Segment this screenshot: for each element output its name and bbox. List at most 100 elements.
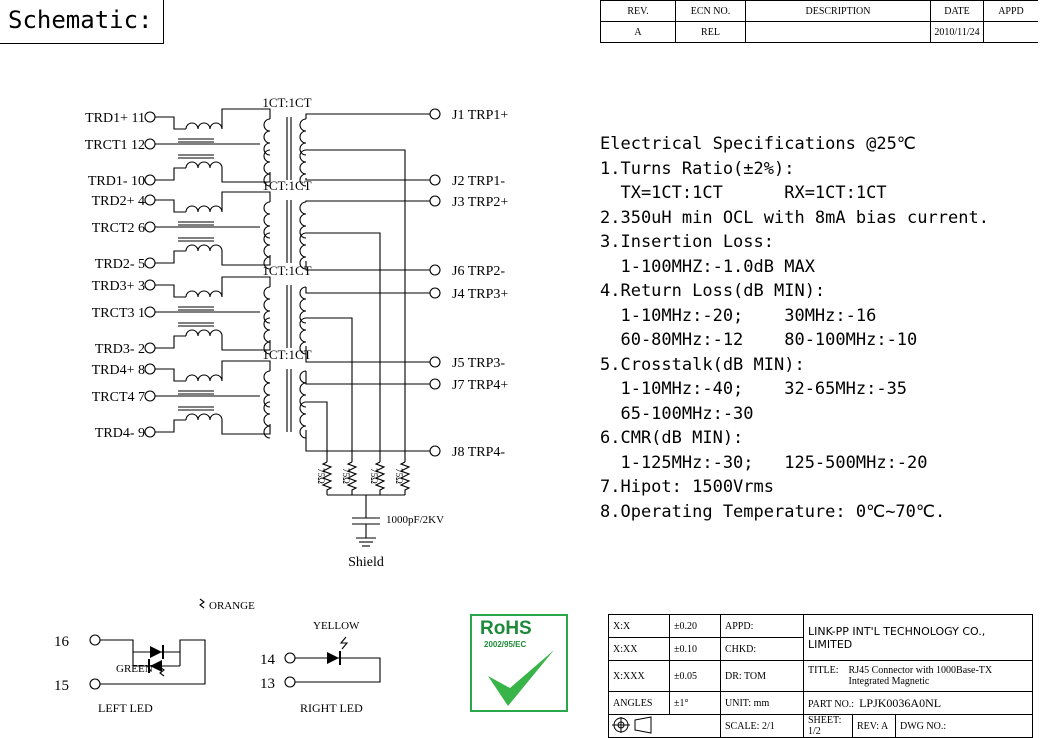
shield-label: Shield <box>348 555 384 570</box>
sheet-value: 1/2 <box>808 726 821 737</box>
resistor <box>346 461 358 495</box>
revision-table: REV. ECN NO. DESCRIPTION DATE APPD A REL… <box>600 0 1038 43</box>
secondary-coil <box>299 401 307 439</box>
secondary-coil <box>299 286 307 324</box>
tolerance-xxx-label: X:XXX <box>608 660 670 692</box>
left-pin-terminal <box>144 111 156 123</box>
projection-symbol-icon <box>612 715 652 734</box>
right-led-label: RIGHT LED <box>300 701 363 715</box>
right-pin-terminal <box>429 264 441 276</box>
led-diagrams: 16 15 ORANGE GREEN LEFT LED 14 13 YELLOW… <box>54 598 381 715</box>
turns-ratio-label: 1CT:1CT <box>262 347 311 362</box>
right-pin-label: J1 TRP1+ <box>452 108 508 123</box>
left-pin-label: TRD3+ 3 <box>92 279 145 294</box>
checkmark-icon <box>488 650 554 706</box>
left-pin-label: TRCT2 6 <box>92 221 145 236</box>
choke-coil <box>185 413 223 421</box>
right-pin-terminal <box>429 356 441 368</box>
specs-title: Electrical Specifications @25℃ <box>600 134 916 154</box>
drawing-number-label: DWG NO.: <box>895 714 1033 738</box>
left-pin-label: TRCT3 1 <box>92 306 145 321</box>
description-col-header: DESCRIPTION <box>745 0 931 22</box>
secondary-coil <box>299 232 307 270</box>
spec-line: 65-100MHz:-30 <box>600 403 754 424</box>
title-value: RJ45 Connector with 1000Base-TX Integrat… <box>848 665 993 687</box>
scale-label: SCALE: <box>725 720 760 732</box>
drawn-by-field: DR: TOM <box>720 660 804 692</box>
secondary-coil <box>299 118 307 156</box>
turns-ratio-label: 1CT:1CT <box>262 263 311 278</box>
right-led-pin-bottom: 13 <box>260 676 275 692</box>
tolerance-x-value: ±0.20 <box>669 614 721 638</box>
rev-value-field: A <box>881 720 889 732</box>
rohs-title: RoHS <box>480 618 532 639</box>
right-pin-terminal <box>429 378 441 390</box>
left-pin-label: TRD2- 5 <box>95 257 145 272</box>
left-led-label: LEFT LED <box>98 701 153 715</box>
rohs-badge: RoHS 2002/95/EC <box>470 614 568 712</box>
choke-coil <box>185 290 223 298</box>
left-pin-label: TRD2+ 4 <box>92 194 145 209</box>
right-pin-label: J2 TRP1- <box>452 174 505 189</box>
left-pin-label: TRD4+ 8 <box>92 363 145 378</box>
left-pin-label: TRCT1 12 <box>85 138 145 153</box>
checked-field: CHKD: <box>720 637 804 661</box>
title-block: X:X ±0.20 APPD: LINK-PP INT'L TECHNOLOGY… <box>608 614 1033 738</box>
resistor <box>321 461 333 495</box>
schematic-title-box: Schematic: <box>0 0 164 44</box>
secondary-coil <box>299 201 307 239</box>
spec-line: 4.Return Loss(dB MIN): <box>600 281 826 301</box>
tolerance-x-label: X:X <box>608 614 670 638</box>
turns-ratio-label: 1CT:1CT <box>262 95 311 110</box>
spec-line: 1-125MHz:-30; 125-500MHz:-20 <box>600 452 928 473</box>
spec-line: 2.350uH min OCL with 8mA bias current. <box>600 207 989 228</box>
left-pin-terminal <box>144 174 156 186</box>
ecn-col-header: ECN NO. <box>675 0 746 22</box>
right-pin-terminal <box>429 287 441 299</box>
primary-coil <box>263 317 271 355</box>
angles-label: ANGLES <box>608 691 670 715</box>
capacitor-label: 1000pF/2KV <box>386 514 444 526</box>
right-pin-terminal <box>429 174 441 186</box>
left-led-green-label: GREEN <box>116 663 153 675</box>
right-pin-label: J7 TRP4+ <box>452 378 508 393</box>
tolerance-xx-label: X:XX <box>608 637 670 661</box>
left-pin-terminal <box>144 279 156 291</box>
company-name: LINK-PP INT'L TECHNOLOGY CO., LIMITED <box>803 614 1033 661</box>
left-pin-terminal <box>144 306 156 318</box>
right-pin-label: J5 TRP3- <box>452 356 505 371</box>
spec-line: 60-80MHz:-12 80-100MHz:-10 <box>600 330 918 350</box>
secondary-coil <box>299 149 307 187</box>
right-led-pin-top: 14 <box>260 652 276 668</box>
right-pin-label: J3 TRP2+ <box>452 195 508 210</box>
approved-field: APPD: <box>720 614 804 638</box>
choke-coil <box>185 329 223 337</box>
turns-ratio-label: 1CT:1CT <box>262 178 311 193</box>
left-pin-label: TRD1+ 11 <box>85 111 145 126</box>
spec-line: 1-10MHz:-40; 32-65MHz:-35 <box>600 379 908 399</box>
left-pin-terminal <box>144 194 156 206</box>
right-pin-terminal <box>429 445 441 457</box>
spec-line: 8.Operating Temperature: 0℃~70℃. <box>600 501 946 522</box>
secondary-coil <box>299 317 307 355</box>
left-pin-terminal <box>144 257 156 269</box>
left-led-orange-label: ORANGE <box>209 600 255 612</box>
right-pin-terminal <box>429 108 441 120</box>
description-value <box>745 21 931 43</box>
primary-coil <box>263 201 271 239</box>
choke-coil <box>185 122 223 130</box>
spec-line: 1-100MHZ:-1.0dB MAX <box>600 256 815 277</box>
tolerance-xx-value: ±0.10 <box>669 637 721 661</box>
scale-value: 2/1 <box>761 720 775 732</box>
spec-line: TX=1CT:1CT RX=1CT:1CT <box>600 183 887 203</box>
left-pin-label: TRD4- 9 <box>95 426 145 441</box>
secondary-coil <box>299 370 307 408</box>
spec-line: 6.CMR(dB MIN): <box>600 428 744 448</box>
part-number-label: PART NO.: <box>808 698 855 710</box>
rohs-directive: 2002/95/EC <box>484 640 527 649</box>
primary-coil <box>263 286 271 324</box>
date-value: 2010/11/24 <box>930 21 984 43</box>
left-pin-label: TRD3- 2 <box>95 342 145 357</box>
spec-line: 7.Hipot: 1500Vrms <box>600 477 774 497</box>
rev-label: REV: <box>857 720 880 732</box>
